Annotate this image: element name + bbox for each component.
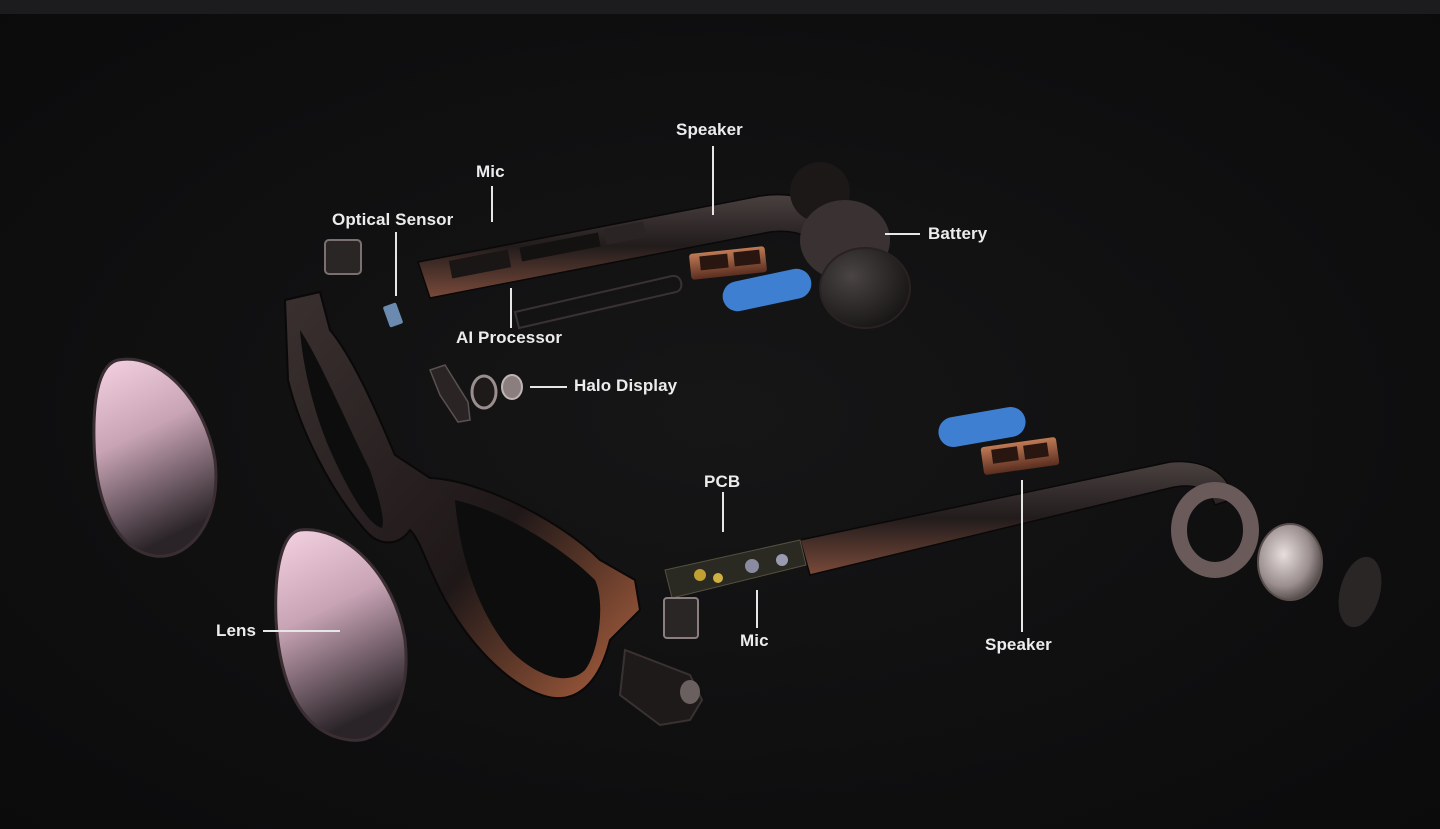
top-battery <box>790 162 911 329</box>
lens-right <box>274 528 408 742</box>
bottom-battery-disc <box>1257 523 1382 628</box>
top-bar <box>0 0 1440 14</box>
lens-left <box>92 357 218 558</box>
optical-sensor-part <box>324 239 403 328</box>
label-ai-processor: AI Processor <box>456 328 563 347</box>
label-speaker-bottom: Speaker <box>985 635 1052 654</box>
label-mic-bottom: Mic <box>740 631 769 650</box>
halo-display-part <box>429 364 523 423</box>
ai-processor-strip <box>513 274 683 330</box>
top-arm <box>417 193 851 299</box>
bottom-speaker-module <box>980 437 1060 475</box>
label-pcb: PCB <box>704 472 741 491</box>
top-speaker-module <box>689 246 767 280</box>
label-mic-top: Mic <box>476 162 505 181</box>
pcb-board <box>663 539 807 639</box>
front-frame <box>283 290 642 700</box>
label-lens: Lens <box>216 621 257 640</box>
bottom-arm <box>799 460 1259 578</box>
top-blue-cell <box>722 268 812 312</box>
hinge-part <box>618 648 704 727</box>
bottom-blue-cell <box>938 406 1026 448</box>
label-optical-sensor: Optical Sensor <box>332 210 454 229</box>
label-battery: Battery <box>928 224 988 243</box>
label-halo-display: Halo Display <box>574 376 678 395</box>
leader-lines <box>263 146 1023 632</box>
label-speaker-top: Speaker <box>676 120 743 139</box>
